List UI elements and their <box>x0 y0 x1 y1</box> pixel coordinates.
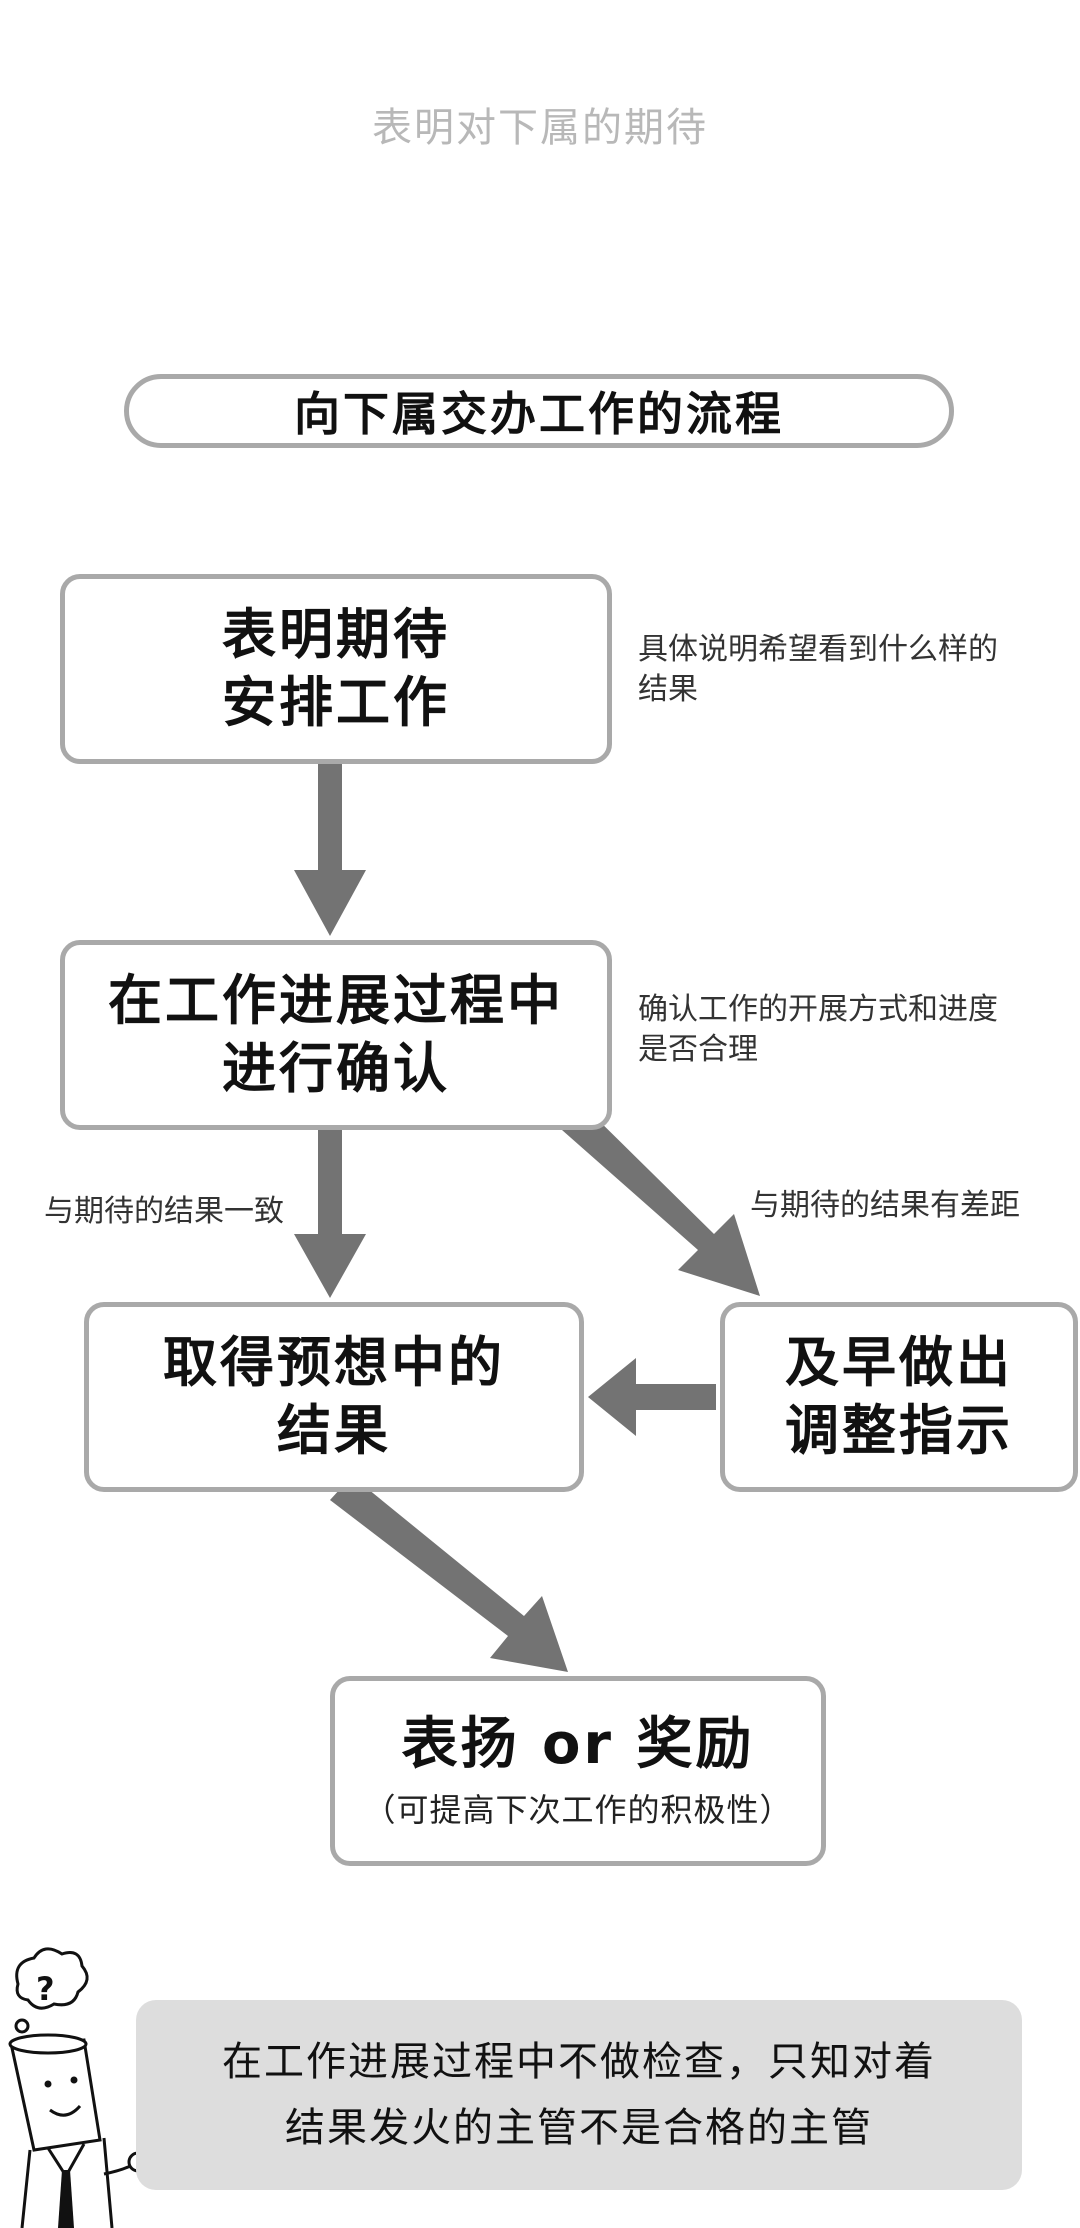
step-confirm-line2: 进行确认 <box>222 1037 450 1100</box>
tip-box: 在工作进展过程中不做检查，只知对着 结果发火的主管不是合格的主管 <box>136 2000 1022 2190</box>
step-expect-box: 表明期待 安排工作 <box>60 574 612 764</box>
arrow-result-to-praise <box>330 1476 568 1672</box>
tip-line2: 结果发火的主管不是合格的主管 <box>285 2105 873 2151</box>
step-adjust-line2: 调整指示 <box>785 1399 1013 1462</box>
flow-title: 向下属交办工作的流程 <box>124 374 954 448</box>
step-expect-note: 具体说明希望看到什么样的 结果 <box>638 630 1058 710</box>
step-confirm-line1: 在工作进展过程中 <box>108 969 564 1032</box>
arrow-confirm-to-adjust <box>562 1106 760 1296</box>
step-result-line1: 取得预想中的 <box>163 1331 505 1394</box>
step-praise-box: 表扬 or 奖励 （可提高下次工作的积极性） <box>330 1676 826 1866</box>
step-expect-note-line1: 具体说明希望看到什么样的 <box>638 632 998 667</box>
tip-line1: 在工作进展过程中不做检查，只知对着 <box>222 2039 936 2085</box>
step-confirm-note: 确认工作的开展方式和进度 是否合理 <box>638 990 1058 1070</box>
arrow-adjust-to-result <box>588 1358 716 1436</box>
page-caption: 表明对下属的期待 <box>372 105 708 151</box>
step-expect-note-line2: 结果 <box>638 672 698 707</box>
arrow-expect-to-confirm <box>294 764 366 936</box>
svg-text:?: ? <box>36 1970 55 2008</box>
step-praise-sub: （可提高下次工作的积极性） <box>363 1791 793 1829</box>
step-adjust-box: 及早做出 调整指示 <box>720 1302 1078 1492</box>
step-result-box: 取得预想中的 结果 <box>84 1302 584 1492</box>
step-expect-line1: 表明期待 <box>222 603 450 666</box>
step-confirm-note-line1: 确认工作的开展方式和进度 <box>638 992 998 1027</box>
branch-label-gap: 与期待的结果有差距 <box>750 1188 1020 1223</box>
step-expect-line2: 安排工作 <box>222 671 450 734</box>
step-confirm-note-line2: 是否合理 <box>638 1032 758 1067</box>
arrow-confirm-to-result <box>294 1130 366 1298</box>
step-result-line2: 结果 <box>277 1399 391 1462</box>
step-praise-line1: 表扬 or 奖励 <box>401 1712 755 1777</box>
step-adjust-line1: 及早做出 <box>785 1331 1013 1394</box>
step-confirm-box: 在工作进展过程中 进行确认 <box>60 940 612 1130</box>
branch-label-match: 与期待的结果一致 <box>44 1194 284 1229</box>
